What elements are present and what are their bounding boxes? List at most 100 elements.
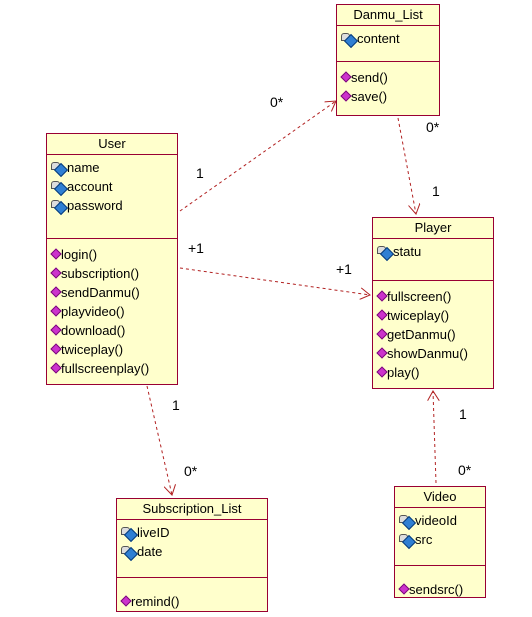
multiplicity-label: +1	[188, 240, 204, 256]
multiplicity-label: 1	[459, 406, 467, 422]
private-attribute-icon	[399, 533, 417, 549]
public-operation-icon	[376, 308, 388, 322]
operation-label: download()	[61, 323, 126, 338]
attribute-label: liveID	[137, 525, 170, 540]
operation-label: fullscreenplay()	[61, 361, 150, 376]
link-danmu-player	[397, 117, 416, 214]
class-name: Danmu_List	[337, 5, 439, 26]
public-operation-icon	[50, 342, 62, 356]
operation-label: sendDanmu()	[61, 285, 140, 300]
operation-label: send()	[351, 70, 388, 85]
operation-row: getDanmu()	[376, 325, 493, 344]
multiplicity-label: 0*	[184, 463, 198, 479]
operation-row: sendsrc()	[398, 580, 485, 599]
multiplicity-label: 1	[432, 183, 440, 199]
public-operation-icon	[376, 346, 388, 360]
operation-label: fullscreen()	[387, 289, 452, 304]
attribute-label: date	[137, 544, 163, 559]
operation-row: download()	[50, 321, 177, 340]
public-operation-icon	[340, 70, 352, 84]
operation-row: showDanmu()	[376, 344, 493, 363]
class-user: User name account password login() subsc…	[46, 133, 178, 385]
private-attribute-icon	[377, 245, 395, 261]
public-operation-icon	[376, 365, 388, 379]
operation-row: sendDanmu()	[50, 283, 177, 302]
class-attributes: videoId src	[395, 508, 485, 566]
link-user-subscription	[146, 385, 172, 495]
attribute-label: src	[415, 532, 433, 547]
operation-label: play()	[387, 365, 420, 380]
attribute-label: content	[357, 31, 400, 46]
operation-row: twiceplay()	[376, 306, 493, 325]
private-attribute-icon	[51, 161, 69, 177]
multiplicity-label: 0*	[270, 94, 284, 110]
attribute-label: account	[67, 179, 113, 194]
operation-label: subscription()	[61, 266, 140, 281]
class-name: Video	[395, 487, 485, 508]
attribute-row: password	[51, 196, 177, 215]
class-name: User	[47, 134, 177, 155]
public-operation-icon	[50, 361, 62, 375]
public-operation-icon	[50, 323, 62, 337]
attribute-label: password	[67, 198, 123, 213]
private-attribute-icon	[51, 199, 69, 215]
class-player: Player statu fullscreen() twiceplay() ge…	[372, 217, 494, 389]
public-operation-icon	[340, 89, 352, 103]
link-user-player	[179, 267, 370, 295]
class-attributes: content	[337, 26, 439, 62]
operation-label: getDanmu()	[387, 327, 456, 342]
attribute-row: content	[341, 29, 439, 48]
class-operations: remind()	[117, 578, 267, 613]
operation-label: login()	[61, 247, 98, 262]
public-operation-icon	[376, 289, 388, 303]
public-operation-icon	[50, 266, 62, 280]
class-danmu-list: Danmu_List content send() save()	[336, 4, 440, 116]
class-subscription-list: Subscription_List liveID date remind()	[116, 498, 268, 612]
public-operation-icon	[50, 304, 62, 318]
operation-row: fullscreen()	[376, 287, 493, 306]
multiplicity-label: +1	[336, 261, 352, 277]
attribute-row: name	[51, 158, 177, 177]
class-name: Subscription_List	[117, 499, 267, 520]
operation-row: subscription()	[50, 264, 177, 283]
operation-label: sendsrc()	[409, 582, 464, 597]
operation-label: twiceplay()	[387, 308, 450, 323]
class-operations: send() save()	[337, 62, 439, 108]
operation-label: save()	[351, 89, 388, 104]
attribute-row: date	[121, 542, 267, 561]
attribute-row: src	[399, 530, 485, 549]
public-operation-icon	[398, 582, 410, 596]
private-attribute-icon	[399, 514, 417, 530]
class-attributes: statu	[373, 239, 493, 281]
link-video-player	[433, 391, 436, 484]
operation-row: fullscreenplay()	[50, 359, 177, 378]
class-name: Player	[373, 218, 493, 239]
operation-row: remind()	[120, 592, 267, 611]
multiplicity-label: 0*	[426, 119, 440, 135]
private-attribute-icon	[51, 180, 69, 196]
class-operations: login() subscription() sendDanmu() playv…	[47, 239, 177, 380]
attribute-label: name	[67, 160, 100, 175]
operation-row: login()	[50, 245, 177, 264]
public-operation-icon	[50, 247, 62, 261]
public-operation-icon	[50, 285, 62, 299]
class-operations: fullscreen() twiceplay() getDanmu() show…	[373, 281, 493, 384]
multiplicity-label: 1	[196, 165, 204, 181]
private-attribute-icon	[121, 545, 139, 561]
attribute-row: account	[51, 177, 177, 196]
attribute-row: videoId	[399, 511, 485, 530]
public-operation-icon	[376, 327, 388, 341]
operation-row: send()	[340, 68, 439, 87]
attribute-row: statu	[377, 242, 493, 261]
operation-row: playvideo()	[50, 302, 177, 321]
class-attributes: liveID date	[117, 520, 267, 578]
public-operation-icon	[120, 594, 132, 608]
private-attribute-icon	[121, 526, 139, 542]
operation-row: save()	[340, 87, 439, 106]
multiplicity-label: 0*	[458, 462, 472, 478]
class-video: Video videoId src sendsrc()	[394, 486, 486, 598]
class-attributes: name account password	[47, 155, 177, 239]
operation-row: play()	[376, 363, 493, 382]
